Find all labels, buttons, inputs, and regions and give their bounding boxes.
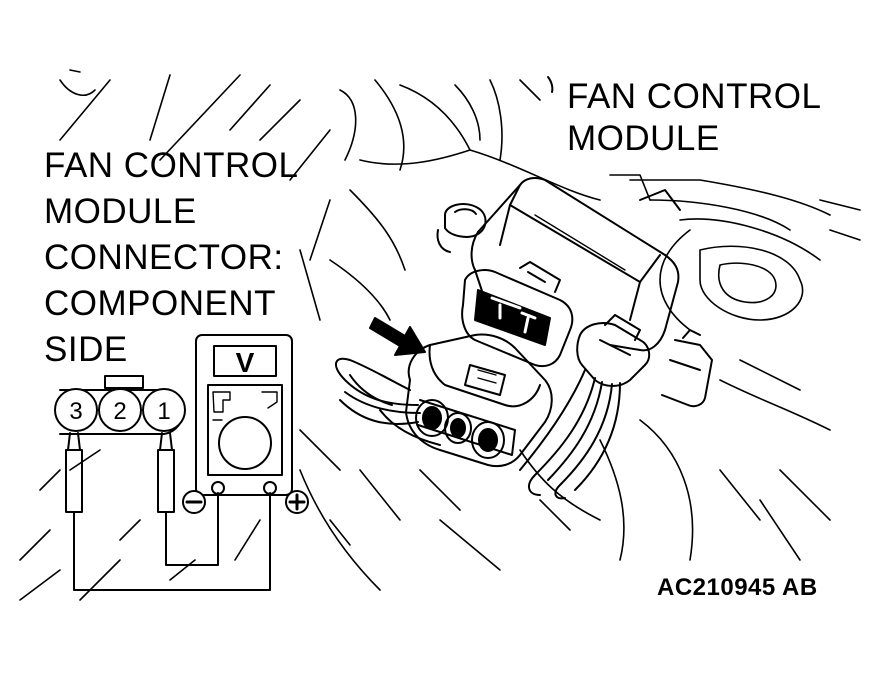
engine-bay-background: [19, 69, 861, 601]
terminal-3-label: 3: [69, 398, 82, 425]
terminal-3-circle: [54, 388, 98, 432]
terminal-2-circle: [98, 388, 142, 432]
terminal-1-label: 1: [157, 398, 170, 425]
meter-range-label: V: [236, 347, 255, 378]
connector-label-line2: MODULE: [44, 192, 197, 231]
harness-connector: [405, 333, 553, 468]
connector-leads: [335, 357, 441, 446]
fan-control-module: [436, 176, 681, 368]
connector-label-line1: FAN CONTROL: [44, 146, 299, 185]
terminal-2-label: 2: [113, 398, 126, 425]
connector-label-line5: SIDE: [44, 330, 128, 369]
harness-wires: [519, 369, 621, 500]
connector-face: [54, 375, 186, 435]
terminal-1-circle: [142, 388, 186, 432]
module-label-line1: FAN CONTROL: [567, 77, 822, 116]
module-leader-line: [547, 76, 554, 93]
pointer-arrow: [369, 317, 426, 356]
secondary-connector: [576, 314, 713, 408]
connector-label-line3: CONNECTOR:: [44, 238, 284, 277]
test-probes: [65, 432, 271, 591]
module-label-line2: MODULE: [567, 119, 720, 158]
multimeter: [182, 334, 309, 514]
connector-label-line4: COMPONENT: [44, 284, 276, 323]
figure-code: AC210945 AB: [657, 574, 818, 601]
